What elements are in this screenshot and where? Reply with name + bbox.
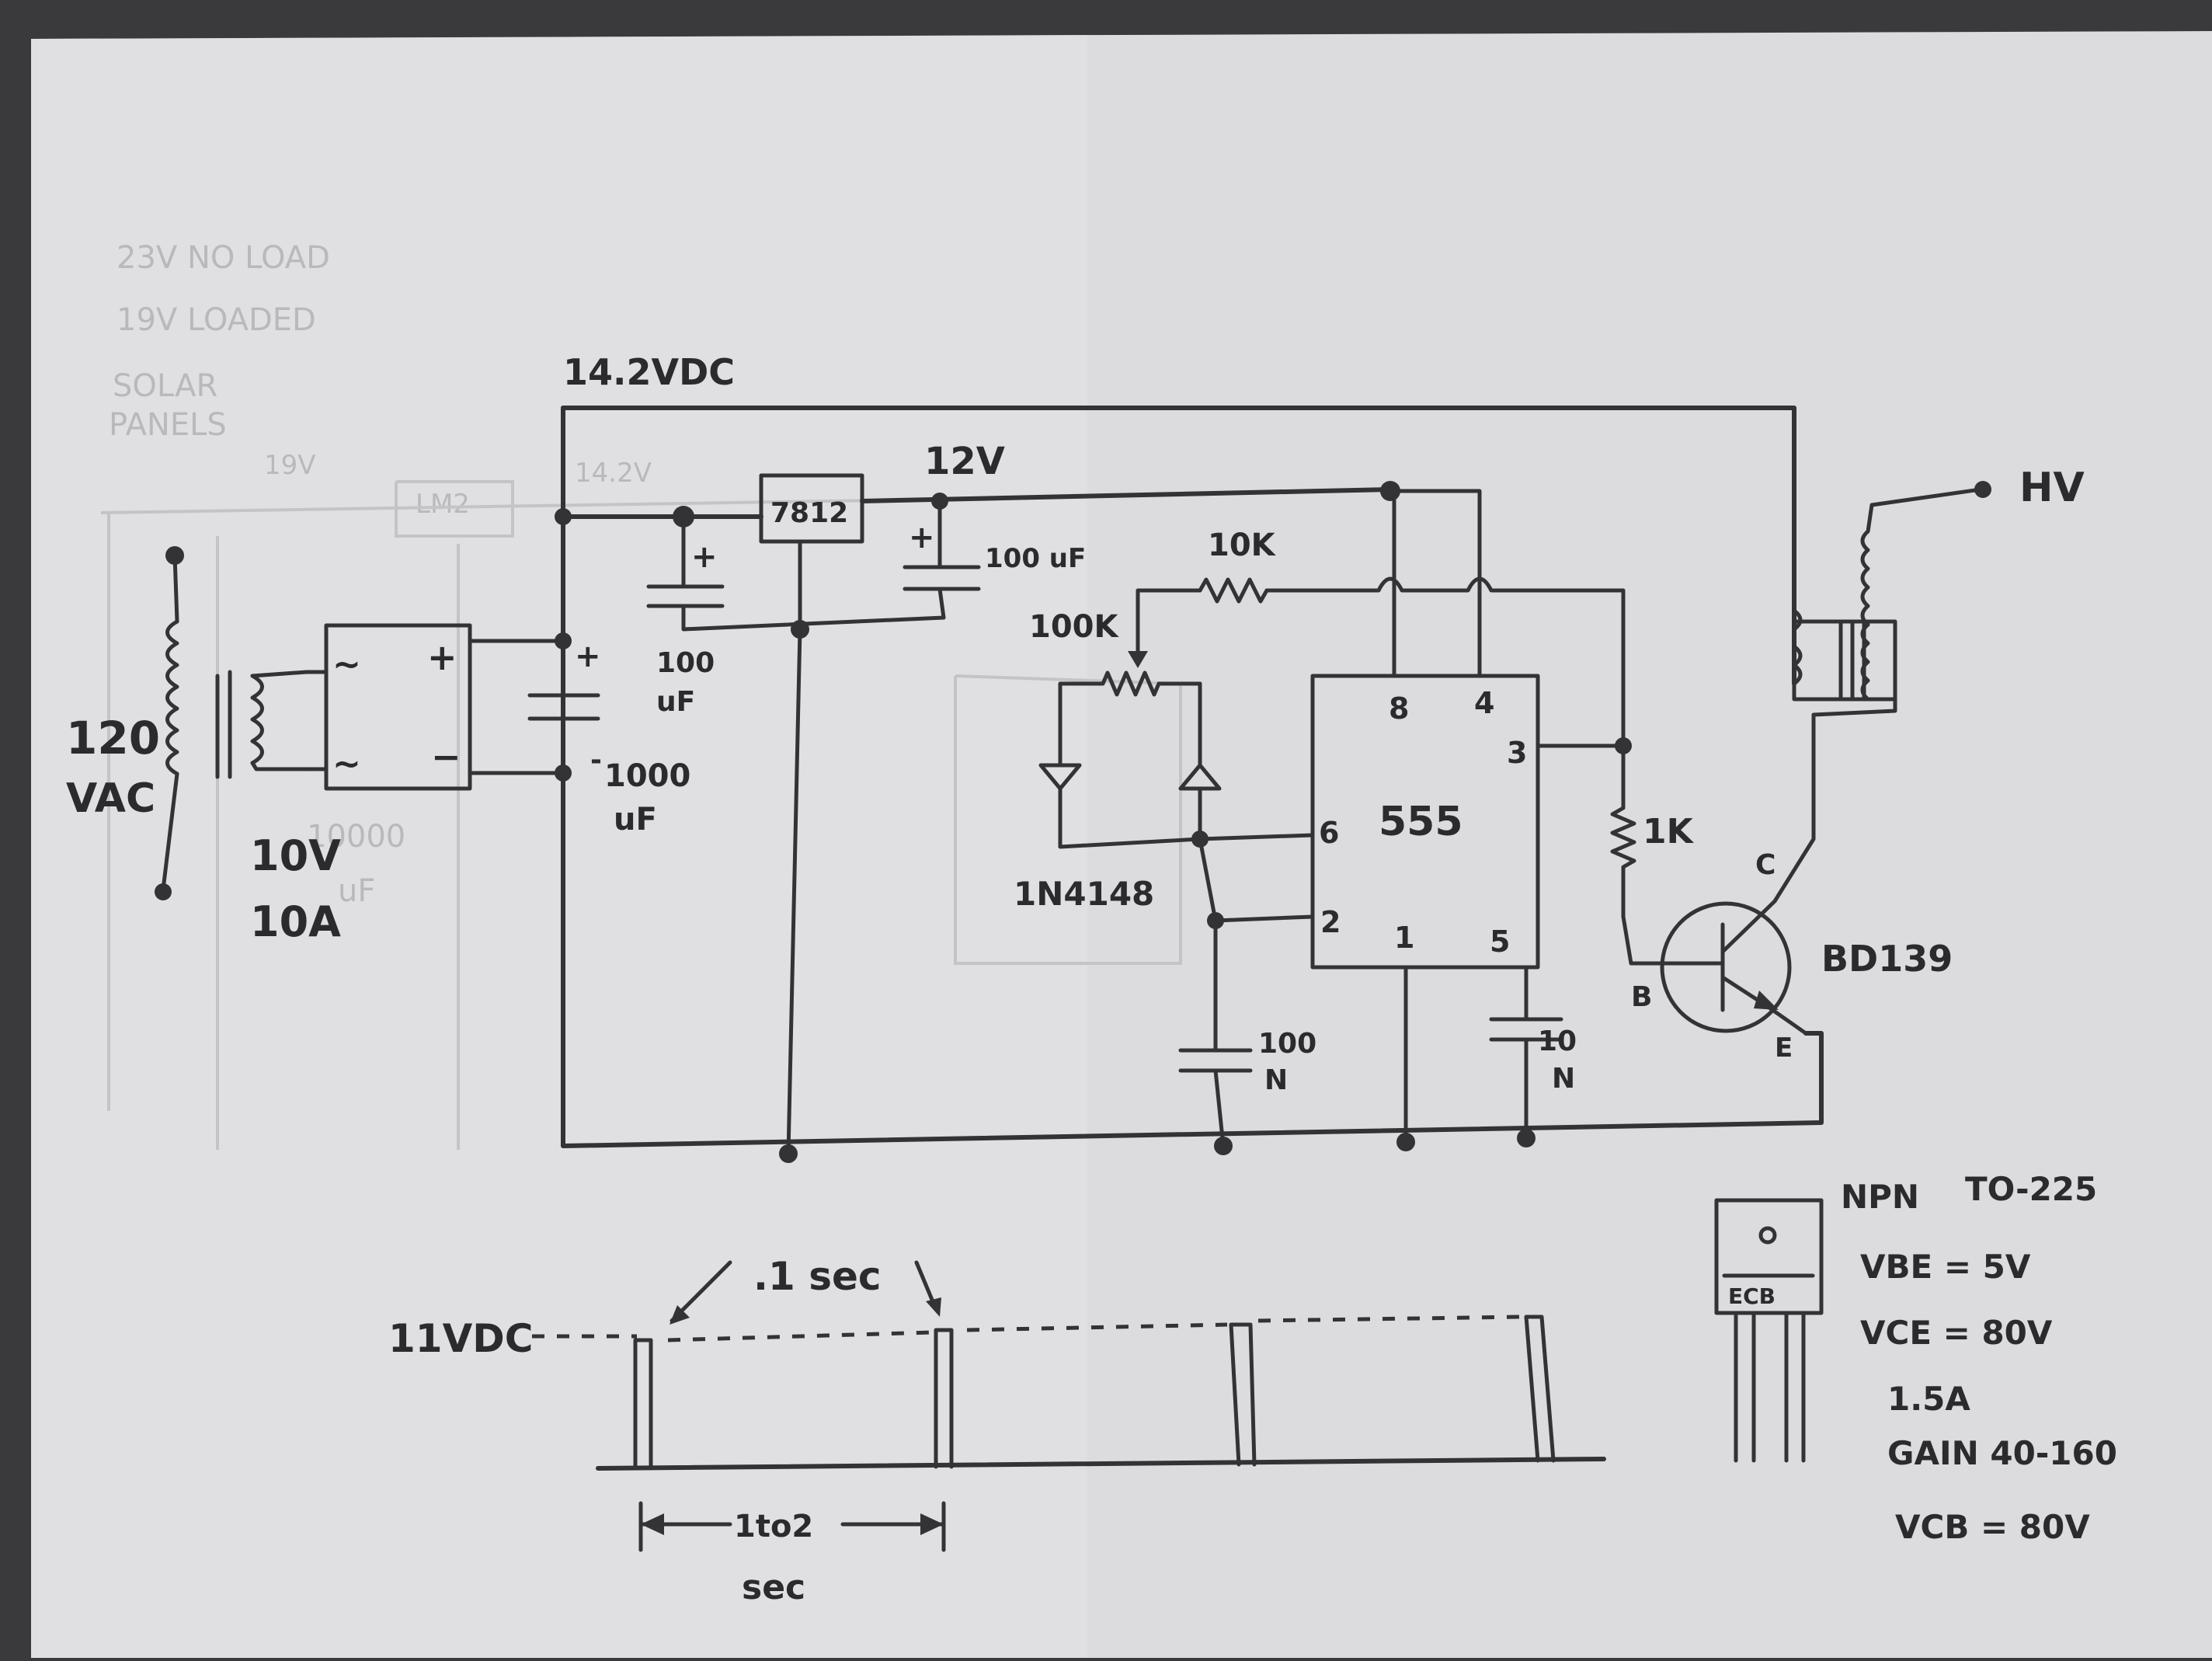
pin-4-label: 4	[1474, 686, 1494, 720]
spec-vcb: VCB = 80V	[1895, 1508, 2090, 1546]
faint-note-5: 19V	[264, 450, 316, 481]
faint-note-9: uF	[338, 873, 375, 909]
pin-1-label: 1	[1394, 921, 1414, 955]
pin-c-label: C	[1755, 849, 1776, 881]
transformer-voltage: 10V	[250, 831, 341, 880]
reg-in-cap-value: 100	[656, 647, 715, 679]
pin-6-label: 6	[1319, 816, 1339, 850]
ac-input-unit: VAC	[66, 775, 155, 822]
power-rails	[555, 406, 1824, 1163]
bridge-ac2-label: ~	[332, 744, 361, 784]
diodes-1n4148	[1038, 681, 1315, 929]
spec-gain: GAIN 40-160	[1887, 1434, 2117, 1472]
package-pinout: ECB	[1728, 1283, 1776, 1309]
resistor-10k-label: 10K	[1208, 528, 1277, 563]
spec-package: TO-225	[1965, 1170, 2097, 1208]
bulk-cap-value: 1000	[604, 758, 690, 794]
pin-8-label: 8	[1389, 691, 1409, 726]
reg-in-cap-unit: uF	[656, 686, 695, 718]
ctrl-cap-value: 10	[1538, 1026, 1577, 1057]
bridge-rectifier	[304, 623, 472, 791]
spec-type: NPN	[1841, 1178, 1919, 1216]
ac-input-value: 120	[66, 712, 160, 764]
to225-package	[1714, 1198, 1824, 1463]
pin-2-label: 2	[1320, 905, 1341, 939]
reg-output-capacitor	[903, 493, 981, 620]
transistor-label: BD139	[1821, 938, 1953, 980]
faint-note-2: 19V LOADED	[117, 302, 316, 338]
output-waveform	[532, 1260, 1606, 1552]
ctrl-cap-unit: N	[1552, 1063, 1575, 1095]
bridge-ac1-label: ~	[332, 645, 361, 684]
pin-b-label: B	[1631, 981, 1652, 1013]
timing-capacitor	[1178, 918, 1253, 1148]
spec-vce: VCE = 80V	[1860, 1314, 2053, 1352]
faint-note-8: 10000	[307, 819, 405, 855]
transistor-bd139	[1660, 728, 1816, 1036]
ic-label: 555	[1379, 799, 1463, 845]
reg-in-cap-plus: +	[691, 539, 718, 575]
pulse-width-label: .1 sec	[753, 1254, 882, 1299]
pin-5-label: 5	[1490, 925, 1510, 959]
transformer	[155, 546, 309, 900]
faint-note-1: 23V NO LOAD	[117, 240, 330, 276]
reg-out-cap-plus: +	[909, 520, 935, 555]
transformer-current: 10A	[250, 897, 341, 946]
ic-555	[1310, 481, 1626, 1144]
period-value-label: 1to2	[734, 1509, 813, 1544]
regulator-label: 7812	[770, 497, 848, 529]
faint-note-3: SOLAR	[113, 368, 217, 404]
pin-3-label: 3	[1507, 736, 1527, 770]
pot-100k	[1058, 600, 1202, 697]
bridge-plus-label: +	[427, 636, 457, 678]
faint-note-4: PANELS	[109, 407, 227, 443]
diodes-label: 1N4148	[1014, 875, 1154, 913]
spec-vbe: VBE = 5V	[1860, 1248, 2031, 1286]
timing-cap-value: 100	[1258, 1028, 1316, 1060]
pin-e-label: E	[1775, 1032, 1793, 1064]
faint-note-6: 14.2V	[575, 458, 652, 489]
bulk-cap-unit: uF	[614, 802, 657, 837]
bulk-cap-plus: +	[575, 639, 601, 674]
rail-voltage-label: 14.2VDC	[563, 351, 735, 393]
resistor-1k-label: 1K	[1643, 812, 1695, 851]
bridge-minus-label: −	[431, 736, 461, 778]
period-unit-label: sec	[742, 1568, 805, 1607]
reg-output-label: 12V	[924, 440, 1005, 483]
reg-out-cap-label: 100 uF	[985, 543, 1086, 574]
spec-ic: 1.5A	[1887, 1380, 1970, 1418]
ignition-coil	[1792, 481, 1991, 733]
resistor-10k	[1136, 576, 1626, 748]
bulk-cap-minus: -	[590, 744, 602, 776]
faint-note-7: LM2	[416, 489, 470, 520]
pot-100k-label: 100K	[1029, 609, 1119, 645]
resistor-1k	[1610, 737, 1664, 966]
timing-cap-unit: N	[1264, 1064, 1288, 1096]
waveform-level-label: 11VDC	[388, 1316, 533, 1361]
hv-label: HV	[2019, 465, 2085, 511]
reg-input-capacitor	[646, 514, 946, 632]
